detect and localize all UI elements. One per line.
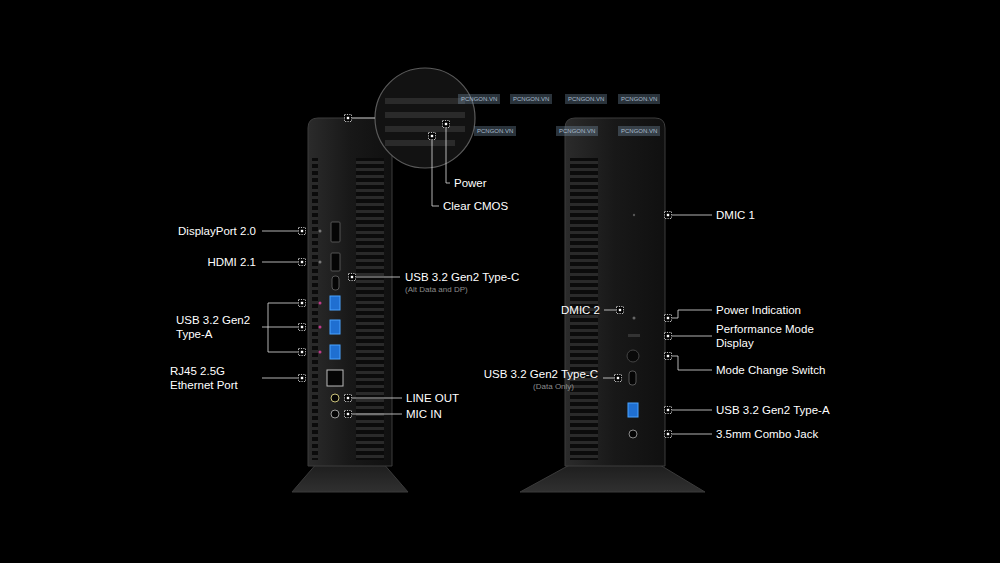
callout-label: MIC IN bbox=[406, 407, 442, 421]
callout-dot bbox=[301, 261, 303, 263]
zoom-detail bbox=[352, 68, 475, 168]
callout-dot bbox=[347, 413, 349, 415]
callout-label: Clear CMOS bbox=[443, 199, 508, 213]
callout-marker bbox=[299, 259, 306, 266]
callout-marker bbox=[345, 115, 352, 122]
callout-label: USB 3.2 Gen2 Type-A bbox=[716, 403, 830, 417]
callout-dot bbox=[301, 302, 303, 304]
callout-dot bbox=[667, 355, 669, 357]
watermark: PCNGON.VN bbox=[510, 94, 552, 104]
callout-marker bbox=[665, 407, 672, 414]
callout-dot bbox=[301, 230, 303, 232]
callout-dot bbox=[667, 409, 669, 411]
callout-label: Power bbox=[454, 176, 487, 190]
callout-dot bbox=[667, 335, 669, 337]
callout-marker bbox=[299, 300, 306, 307]
callout-dot bbox=[301, 326, 303, 328]
leader-lines bbox=[262, 128, 712, 434]
watermark: PCNGON.VN bbox=[565, 94, 607, 104]
callout-markers bbox=[299, 115, 672, 438]
callout-dot bbox=[667, 317, 669, 319]
callout-label: LINE OUT bbox=[406, 391, 459, 405]
watermark: PCNGON.VN bbox=[556, 126, 598, 136]
callout-marker bbox=[665, 212, 672, 219]
callout-label: Performance Mode Display bbox=[716, 322, 828, 350]
callout-label: USB 3.2 Gen2 Type-C bbox=[484, 367, 598, 381]
callout-label: USB 3.2 Gen2 Type-C bbox=[405, 270, 519, 284]
callout-marker bbox=[345, 395, 352, 402]
callout-dot bbox=[667, 433, 669, 435]
callout-marker bbox=[665, 353, 672, 360]
callout-label: DisplayPort 2.0 bbox=[178, 224, 256, 238]
callout-marker bbox=[443, 121, 450, 128]
callout-marker bbox=[299, 324, 306, 331]
callout-marker bbox=[345, 411, 352, 418]
callout-label: RJ45 2.5G Ethernet Port bbox=[170, 364, 256, 392]
callout-marker bbox=[299, 375, 306, 382]
callout-dot bbox=[347, 397, 349, 399]
callout-marker bbox=[617, 307, 624, 314]
callout-marker bbox=[665, 333, 672, 340]
callout-label: 3.5mm Combo Jack bbox=[716, 427, 818, 441]
callout-dot bbox=[301, 377, 303, 379]
callout-label: Power Indication bbox=[716, 303, 801, 317]
callout-note: (Alt Data and DP) bbox=[405, 285, 468, 295]
callout-dot bbox=[667, 214, 669, 216]
callout-label: HDMI 2.1 bbox=[207, 255, 256, 269]
callout-marker bbox=[615, 375, 622, 382]
callout-marker bbox=[429, 133, 436, 140]
callout-dot bbox=[351, 276, 353, 278]
callout-dot bbox=[347, 117, 349, 119]
watermark: PCNGON.VN bbox=[618, 126, 660, 136]
callout-marker bbox=[299, 349, 306, 356]
callout-dot bbox=[301, 351, 303, 353]
front-view bbox=[520, 118, 705, 492]
callout-marker bbox=[349, 274, 356, 281]
rear-view bbox=[292, 118, 408, 492]
callout-dot bbox=[445, 123, 447, 125]
callout-dot bbox=[619, 309, 621, 311]
callout-marker bbox=[299, 228, 306, 235]
callout-marker bbox=[665, 431, 672, 438]
watermark: PCNGON.VN bbox=[618, 94, 660, 104]
callout-label: USB 3.2 Gen2 Type-A bbox=[176, 313, 256, 341]
watermark: PCNGON.VN bbox=[458, 94, 500, 104]
callout-label: DMIC 2 bbox=[561, 303, 600, 317]
callout-dot bbox=[617, 377, 619, 379]
callout-marker bbox=[665, 315, 672, 322]
callout-note: (Data Only) bbox=[533, 382, 574, 392]
callout-dot bbox=[431, 135, 433, 137]
callout-label: DMIC 1 bbox=[716, 208, 755, 222]
watermark: PCNGON.VN bbox=[474, 126, 516, 136]
callout-label: Mode Change Switch bbox=[716, 363, 825, 377]
